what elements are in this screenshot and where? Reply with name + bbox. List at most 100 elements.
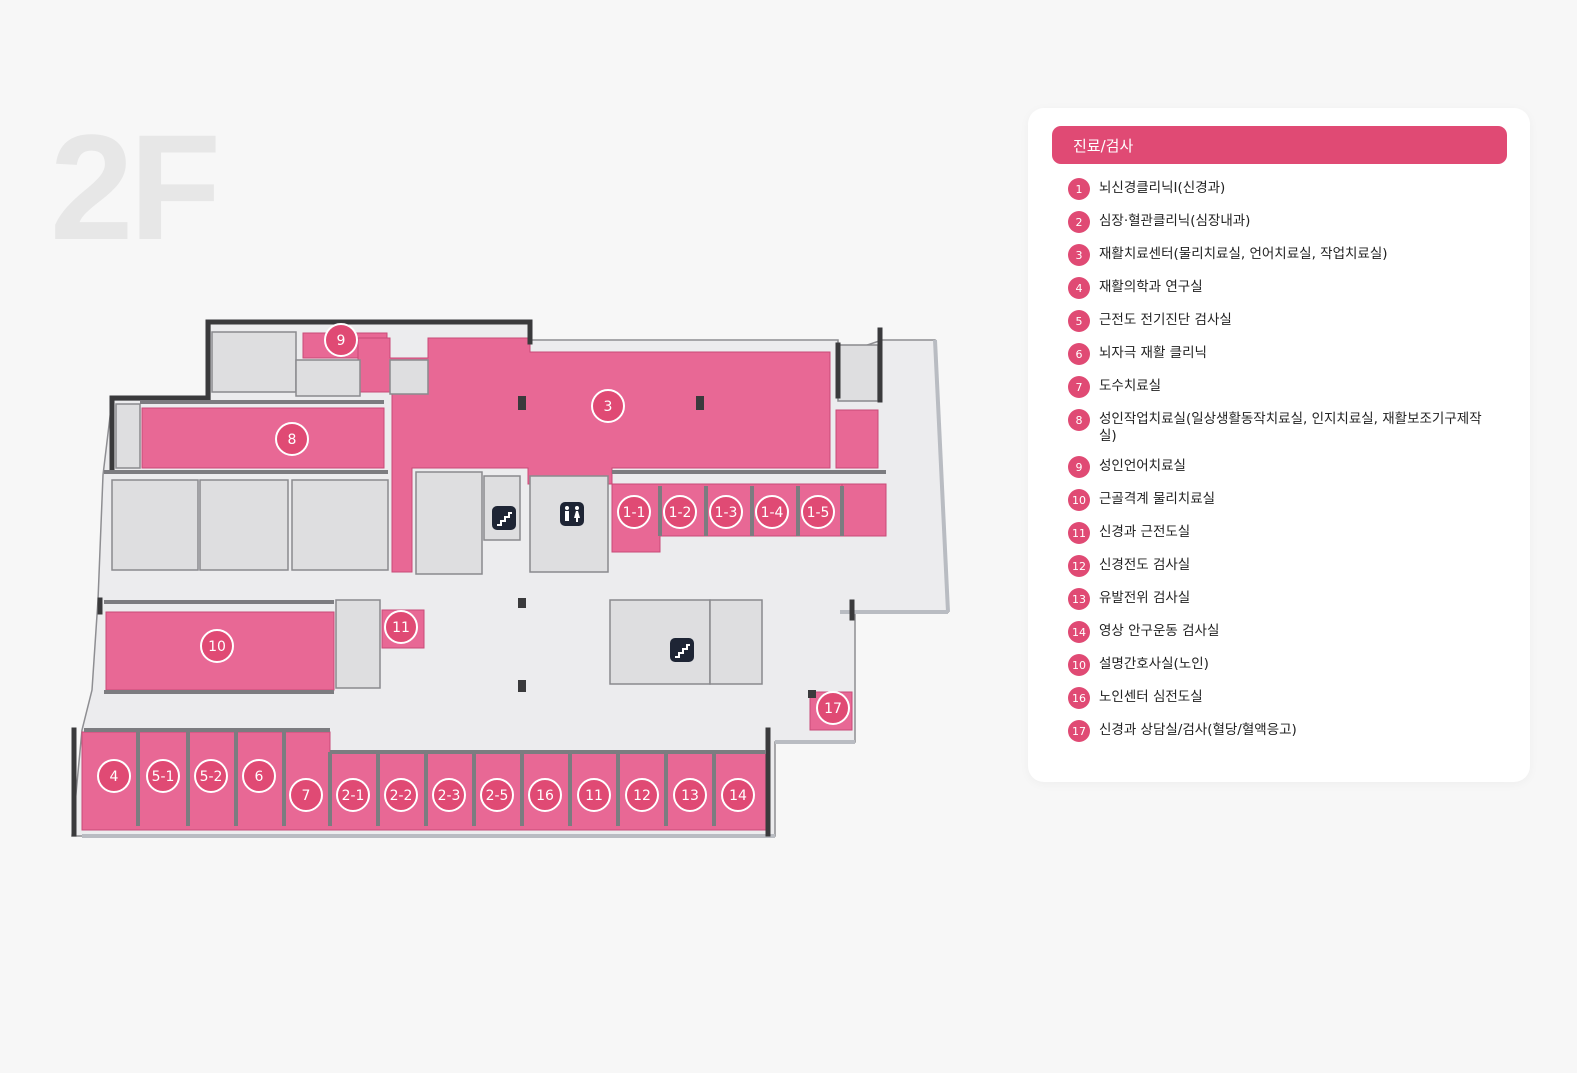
walls: [71, 319, 883, 837]
room-marker-label: 9: [337, 333, 346, 349]
room-marker: 13: [673, 778, 707, 812]
legend-badge: 10: [1068, 654, 1090, 676]
room-marker: 7: [289, 778, 323, 812]
legend-item: 3 재활치료센터(물리치료실, 언어치료실, 작업치료실): [1068, 244, 1508, 266]
glass-edges: [82, 339, 950, 838]
room-marker-circle: [577, 778, 611, 812]
legend-badge: 4: [1068, 277, 1090, 299]
legend-label: 근전도 전기진단 검사실: [1099, 312, 1232, 328]
room-marker-label: 7: [302, 788, 311, 804]
room-marker-label: 11: [392, 620, 410, 636]
legend-label: 설명간호사실(노인): [1099, 656, 1209, 672]
legend-label: 성인언어치료실: [1099, 458, 1186, 474]
legend-item: 9 성인언어치료실: [1068, 456, 1508, 478]
legend-label: 도수치료실: [1099, 378, 1162, 394]
legend-label: 뇌신경클리닉I(신경과): [1099, 180, 1226, 196]
legend-item: 8 성인작업치료실(일상생활동작치료실, 인지치료실, 재활보조기구제작실): [1068, 409, 1508, 445]
room-marker: 16: [528, 778, 562, 812]
legend-badge: 11: [1068, 522, 1090, 544]
room-marker: 17: [816, 691, 850, 725]
room-marker: 2-2: [384, 778, 418, 812]
legend-badge: 16: [1068, 687, 1090, 709]
room-marker-circle: [336, 778, 370, 812]
room-marker-circle: [480, 778, 514, 812]
legend-label: 신경과 상담실/검사(혈당/혈액응고): [1099, 722, 1297, 738]
room-marker: 3: [591, 389, 625, 423]
legend-badge: 8: [1068, 409, 1090, 431]
room-3-east: [835, 409, 879, 469]
legend-label: 재활치료센터(물리치료실, 언어치료실, 작업치료실): [1099, 246, 1388, 262]
legend-list: 1 뇌신경클리닉I(신경과) 2 심장·혈관클리닉(심장내과) 3 재활치료센터(물리치료…: [1068, 178, 1508, 753]
room-marker-label: 1-4: [761, 505, 784, 521]
room-marker-circle: [709, 495, 743, 529]
legend-label: 신경전도 검사실: [1099, 557, 1191, 573]
legend-item: 7 도수치료실: [1068, 376, 1508, 398]
room-marker-circle: [432, 778, 466, 812]
room-marker-label: 5-1: [152, 769, 175, 785]
room-marker: 10: [200, 629, 234, 663]
room-marker-label: 3: [604, 399, 613, 415]
room-marker: 5-2: [194, 759, 228, 793]
room-marker-circle: [816, 691, 850, 725]
room-marker: 2-5: [480, 778, 514, 812]
room-marker: 1-3: [709, 495, 743, 529]
legend-badge: 14: [1068, 621, 1090, 643]
room-marker-circle: [591, 389, 625, 423]
room-marker: 2-1: [336, 778, 370, 812]
room-marker-circle: [275, 422, 309, 456]
room-marker: 5-1: [146, 759, 180, 793]
legend-item: 1 뇌신경클리닉I(신경과): [1068, 178, 1508, 200]
room-marker-label: 2-1: [342, 788, 365, 804]
room-marker-label: 12: [633, 788, 651, 804]
room-marker-circle: [242, 759, 276, 793]
legend-item: 2 심장·혈관클리닉(심장내과): [1068, 211, 1508, 233]
room-marker: 9: [324, 323, 358, 357]
legend-header: 진료/검사: [1052, 126, 1507, 164]
legend-label: 심장·혈관클리닉(심장내과): [1099, 213, 1251, 229]
restroom-icon: [560, 502, 584, 526]
room-marker-circle: [384, 778, 418, 812]
room-marker-circle: [673, 778, 707, 812]
room-marker-label: 17: [824, 701, 842, 717]
legend-label: 성인작업치료실(일상생활동작치료실, 인지치료실, 재활보조기구제작실): [1099, 411, 1482, 444]
room-marker: 1-4: [755, 495, 789, 529]
legend-badge: 12: [1068, 555, 1090, 577]
room-marker-label: 2-3: [438, 788, 461, 804]
legend-badge: 7: [1068, 376, 1090, 398]
room-marker: 11: [384, 610, 418, 644]
room-marker-circle: [625, 778, 659, 812]
legend-badge: 9: [1068, 456, 1090, 478]
legend-panel: 진료/검사 1 뇌신경클리닉I(신경과) 2 심장·혈관클리닉(심장내과) 3 재활치료센…: [1028, 108, 1530, 782]
room-marker-label: 2-2: [390, 788, 413, 804]
room-marker-label: 8: [288, 432, 297, 448]
legend-badge: 2: [1068, 211, 1090, 233]
legend-label: 근골격계 물리치료실: [1099, 491, 1216, 507]
legend-title: 진료/검사: [1073, 137, 1134, 155]
room-marker: 4: [97, 759, 131, 793]
legend-badge: 6: [1068, 343, 1090, 365]
room-marker-label: 1-1: [623, 505, 646, 521]
room-marker-circle: [200, 629, 234, 663]
room-marker: 2-3: [432, 778, 466, 812]
room-marker-label: 1-2: [669, 505, 692, 521]
legend-label: 유발전위 검사실: [1099, 590, 1191, 606]
floor-label: 2F: [50, 103, 221, 271]
room-marker-circle: [528, 778, 562, 812]
room-marker-circle: [97, 759, 131, 793]
legend-badge: 1: [1068, 178, 1090, 200]
room-marker: 8: [275, 422, 309, 456]
room-marker: 1-2: [663, 495, 697, 529]
legend-badge: 3: [1068, 244, 1090, 266]
room-marker-label: 5-2: [200, 769, 223, 785]
room-marker-circle: [289, 778, 323, 812]
room-marker-circle: [755, 495, 789, 529]
room-marker-label: 11: [585, 788, 603, 804]
